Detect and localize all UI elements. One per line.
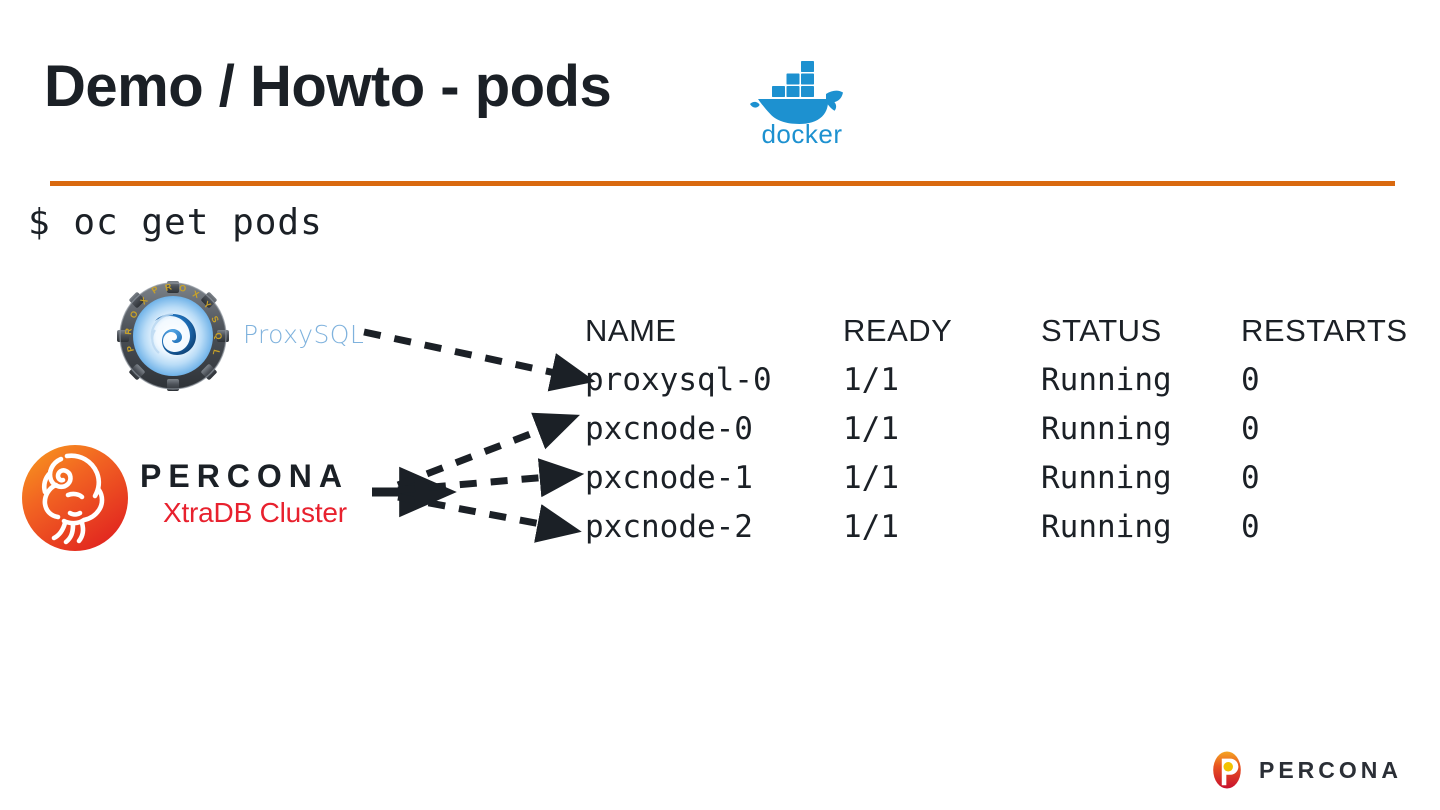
percona-cluster-product-name: XtraDB Cluster <box>163 497 347 528</box>
pods-output-table: NAME READY STATUS RESTARTS proxysql-0 1/… <box>585 306 1408 551</box>
pod-name: proxysql-0 <box>585 361 772 398</box>
title-divider-rule <box>50 181 1395 186</box>
connector-pxc-to-pxcnode-0 <box>396 412 580 489</box>
column-header-restarts: RESTARTS <box>1241 312 1408 348</box>
pod-ready: 1/1 <box>843 410 899 447</box>
svg-text:P: P <box>150 284 160 296</box>
table-row: pxcnode-1 1/1 Running 0 <box>585 453 1408 502</box>
pod-name: pxcnode-0 <box>585 410 753 447</box>
proxysql-label: ProxySQL <box>243 320 365 349</box>
pod-restarts: 0 <box>1241 459 1260 496</box>
svg-text:Y: Y <box>202 299 213 310</box>
pod-name: pxcnode-1 <box>585 459 753 496</box>
svg-text:Q: Q <box>213 332 224 340</box>
pod-ready: 1/1 <box>843 361 899 398</box>
column-header-name: NAME <box>585 312 677 348</box>
proxysql-logo: P R O X Y S Q L P R O X <box>114 281 232 395</box>
pod-status: Running <box>1041 410 1172 447</box>
svg-text:O: O <box>128 309 140 320</box>
svg-text:P: P <box>125 345 136 353</box>
connector-pxc-to-pxcnode-2 <box>397 493 582 543</box>
docker-logo: docker <box>738 48 866 148</box>
svg-text:X: X <box>191 289 200 301</box>
percona-cluster-wordmark: PERCONA <box>140 458 350 494</box>
terminal-command: $ oc get pods <box>28 202 323 243</box>
svg-text:R: R <box>123 327 134 335</box>
docker-wordmark: docker <box>761 119 842 148</box>
table-row: pxcnode-0 1/1 Running 0 <box>585 404 1408 453</box>
percona-cluster-logo <box>20 443 130 553</box>
svg-text:L: L <box>211 349 222 357</box>
connector-pxc-to-pxcnode-1 <box>397 458 585 498</box>
pod-status: Running <box>1041 508 1172 545</box>
pod-restarts: 0 <box>1241 361 1260 398</box>
column-header-ready: READY <box>843 312 953 348</box>
page-title: Demo / Howto - pods <box>44 54 612 119</box>
pod-ready: 1/1 <box>843 459 899 496</box>
pod-status: Running <box>1041 459 1172 496</box>
percona-p-icon <box>1213 751 1241 789</box>
svg-text:O: O <box>179 283 187 293</box>
pod-restarts: 0 <box>1241 410 1260 447</box>
table-row: proxysql-0 1/1 Running 0 <box>585 355 1408 404</box>
footer-brand-text: PERCONA <box>1259 756 1403 783</box>
docker-whale-icon: docker <box>750 61 843 148</box>
svg-text:X: X <box>138 295 149 306</box>
pod-name: pxcnode-2 <box>585 508 753 545</box>
table-header-row: NAME READY STATUS RESTARTS <box>585 306 1408 355</box>
table-row: pxcnode-2 1/1 Running 0 <box>585 502 1408 551</box>
footer-percona-logo: PERCONA <box>1208 748 1402 792</box>
svg-text:R: R <box>164 281 173 293</box>
pod-ready: 1/1 <box>843 508 899 545</box>
pod-restarts: 0 <box>1241 508 1260 545</box>
column-header-status: STATUS <box>1041 312 1162 348</box>
percona-bison-icon <box>22 445 128 551</box>
connector-proxysql-to-pod <box>363 328 596 392</box>
pod-status: Running <box>1041 361 1172 398</box>
proxysql-gear-vortex-icon: P R O X Y S Q L P R O X <box>117 281 229 391</box>
svg-text:S: S <box>209 314 221 324</box>
